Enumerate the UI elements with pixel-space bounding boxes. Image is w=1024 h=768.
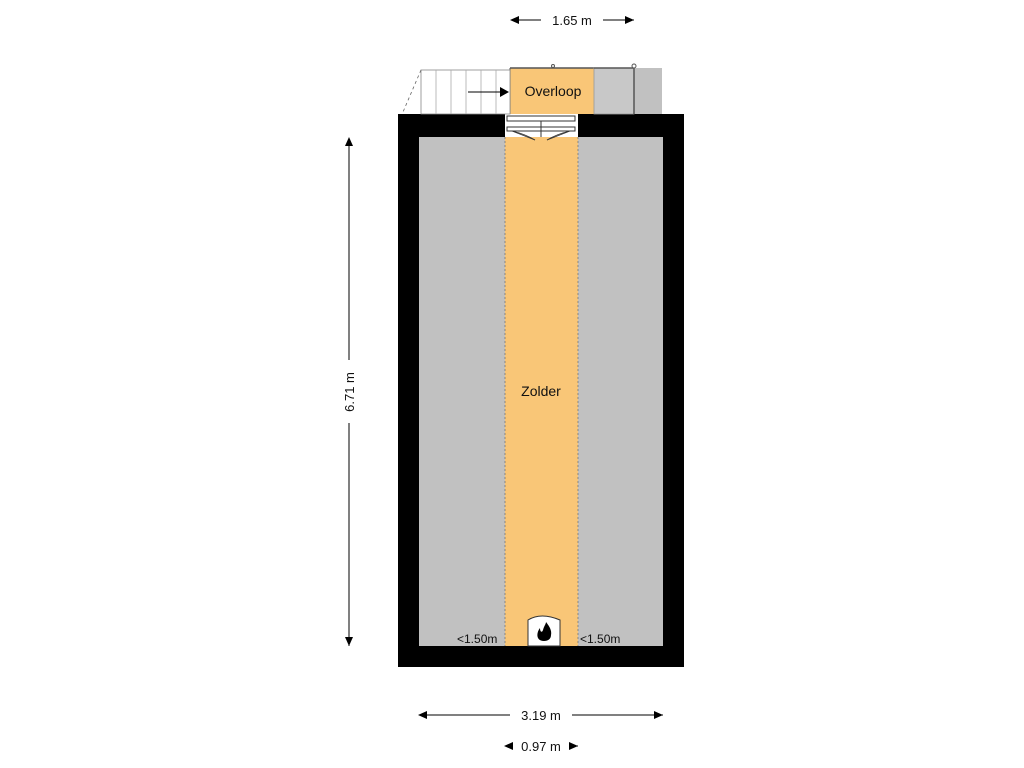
dimension-height: 6.71 m [342,137,357,646]
dimension-height-label: 6.71 m [342,372,357,412]
room-zolder [505,137,578,646]
zolder-label: Zolder [521,383,561,399]
dimension-inner-width: 0.97 m [504,739,578,754]
overloop-label: Overloop [525,83,582,99]
room-overloop [510,68,594,114]
low-area-left [419,137,505,646]
dimension-top-width-label: 1.65 m [552,13,592,28]
low-area-right [578,137,663,646]
double-door-icon [505,114,578,141]
dimension-bottom-width-label: 3.19 m [521,708,561,723]
fire-icon [527,615,561,647]
dimension-top-width: 1.65 m [510,13,634,28]
low-height-right-label: <1.50m [580,632,620,646]
low-height-left-label: <1.50m [457,632,497,646]
railing [551,63,662,115]
stairs-icon [402,69,511,115]
dimension-bottom-width: 3.19 m [418,708,663,723]
dimension-inner-width-label: 0.97 m [521,739,561,754]
